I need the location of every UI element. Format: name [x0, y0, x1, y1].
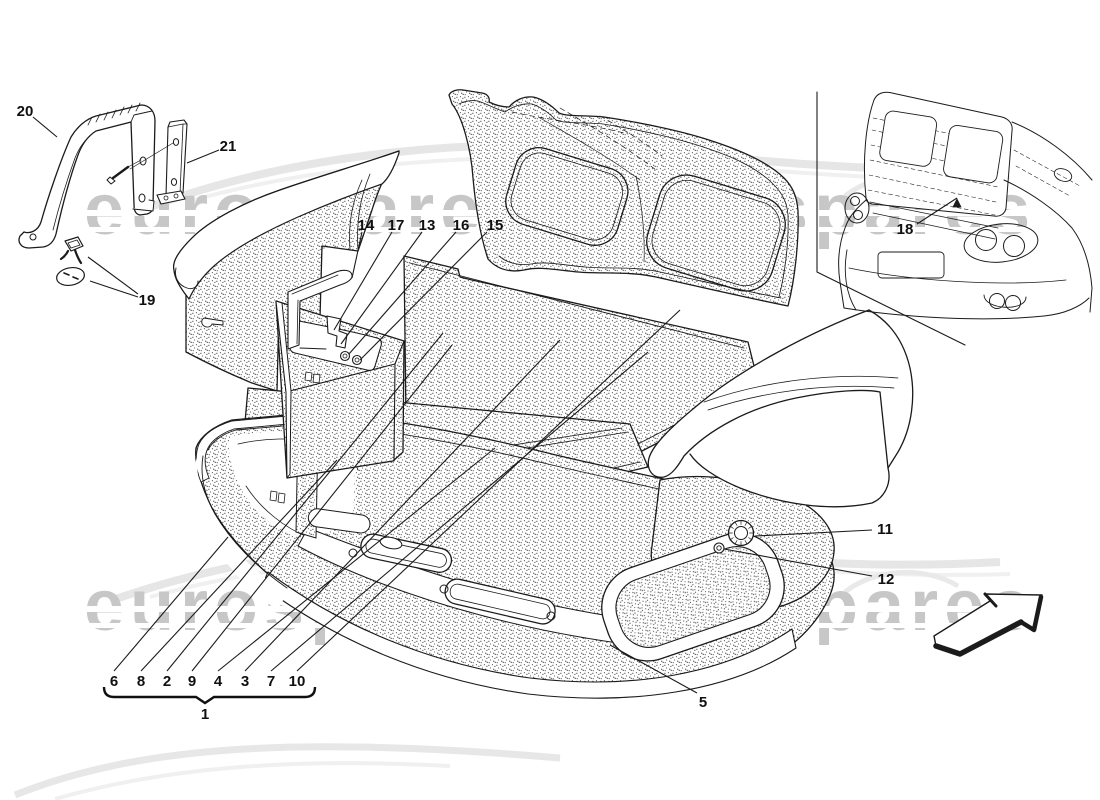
svg-text:18: 18	[897, 221, 914, 238]
svg-text:10: 10	[289, 673, 306, 690]
svg-text:2: 2	[163, 673, 171, 690]
svg-text:11: 11	[877, 521, 893, 538]
svg-text:16: 16	[453, 217, 470, 234]
svg-text:20: 20	[17, 103, 34, 120]
svg-text:1: 1	[201, 706, 209, 723]
svg-text:12: 12	[878, 571, 895, 588]
svg-text:5: 5	[699, 694, 707, 711]
svg-text:17: 17	[388, 217, 405, 234]
svg-text:14: 14	[358, 217, 375, 234]
svg-text:3: 3	[241, 673, 249, 690]
svg-text:19: 19	[139, 292, 156, 309]
svg-text:15: 15	[487, 217, 504, 234]
svg-text:8: 8	[137, 673, 145, 690]
svg-text:9: 9	[188, 673, 196, 690]
svg-text:4: 4	[214, 673, 223, 690]
svg-text:13: 13	[419, 217, 436, 234]
svg-text:6: 6	[110, 673, 118, 690]
svg-text:7: 7	[267, 673, 275, 690]
svg-text:21: 21	[220, 138, 237, 155]
